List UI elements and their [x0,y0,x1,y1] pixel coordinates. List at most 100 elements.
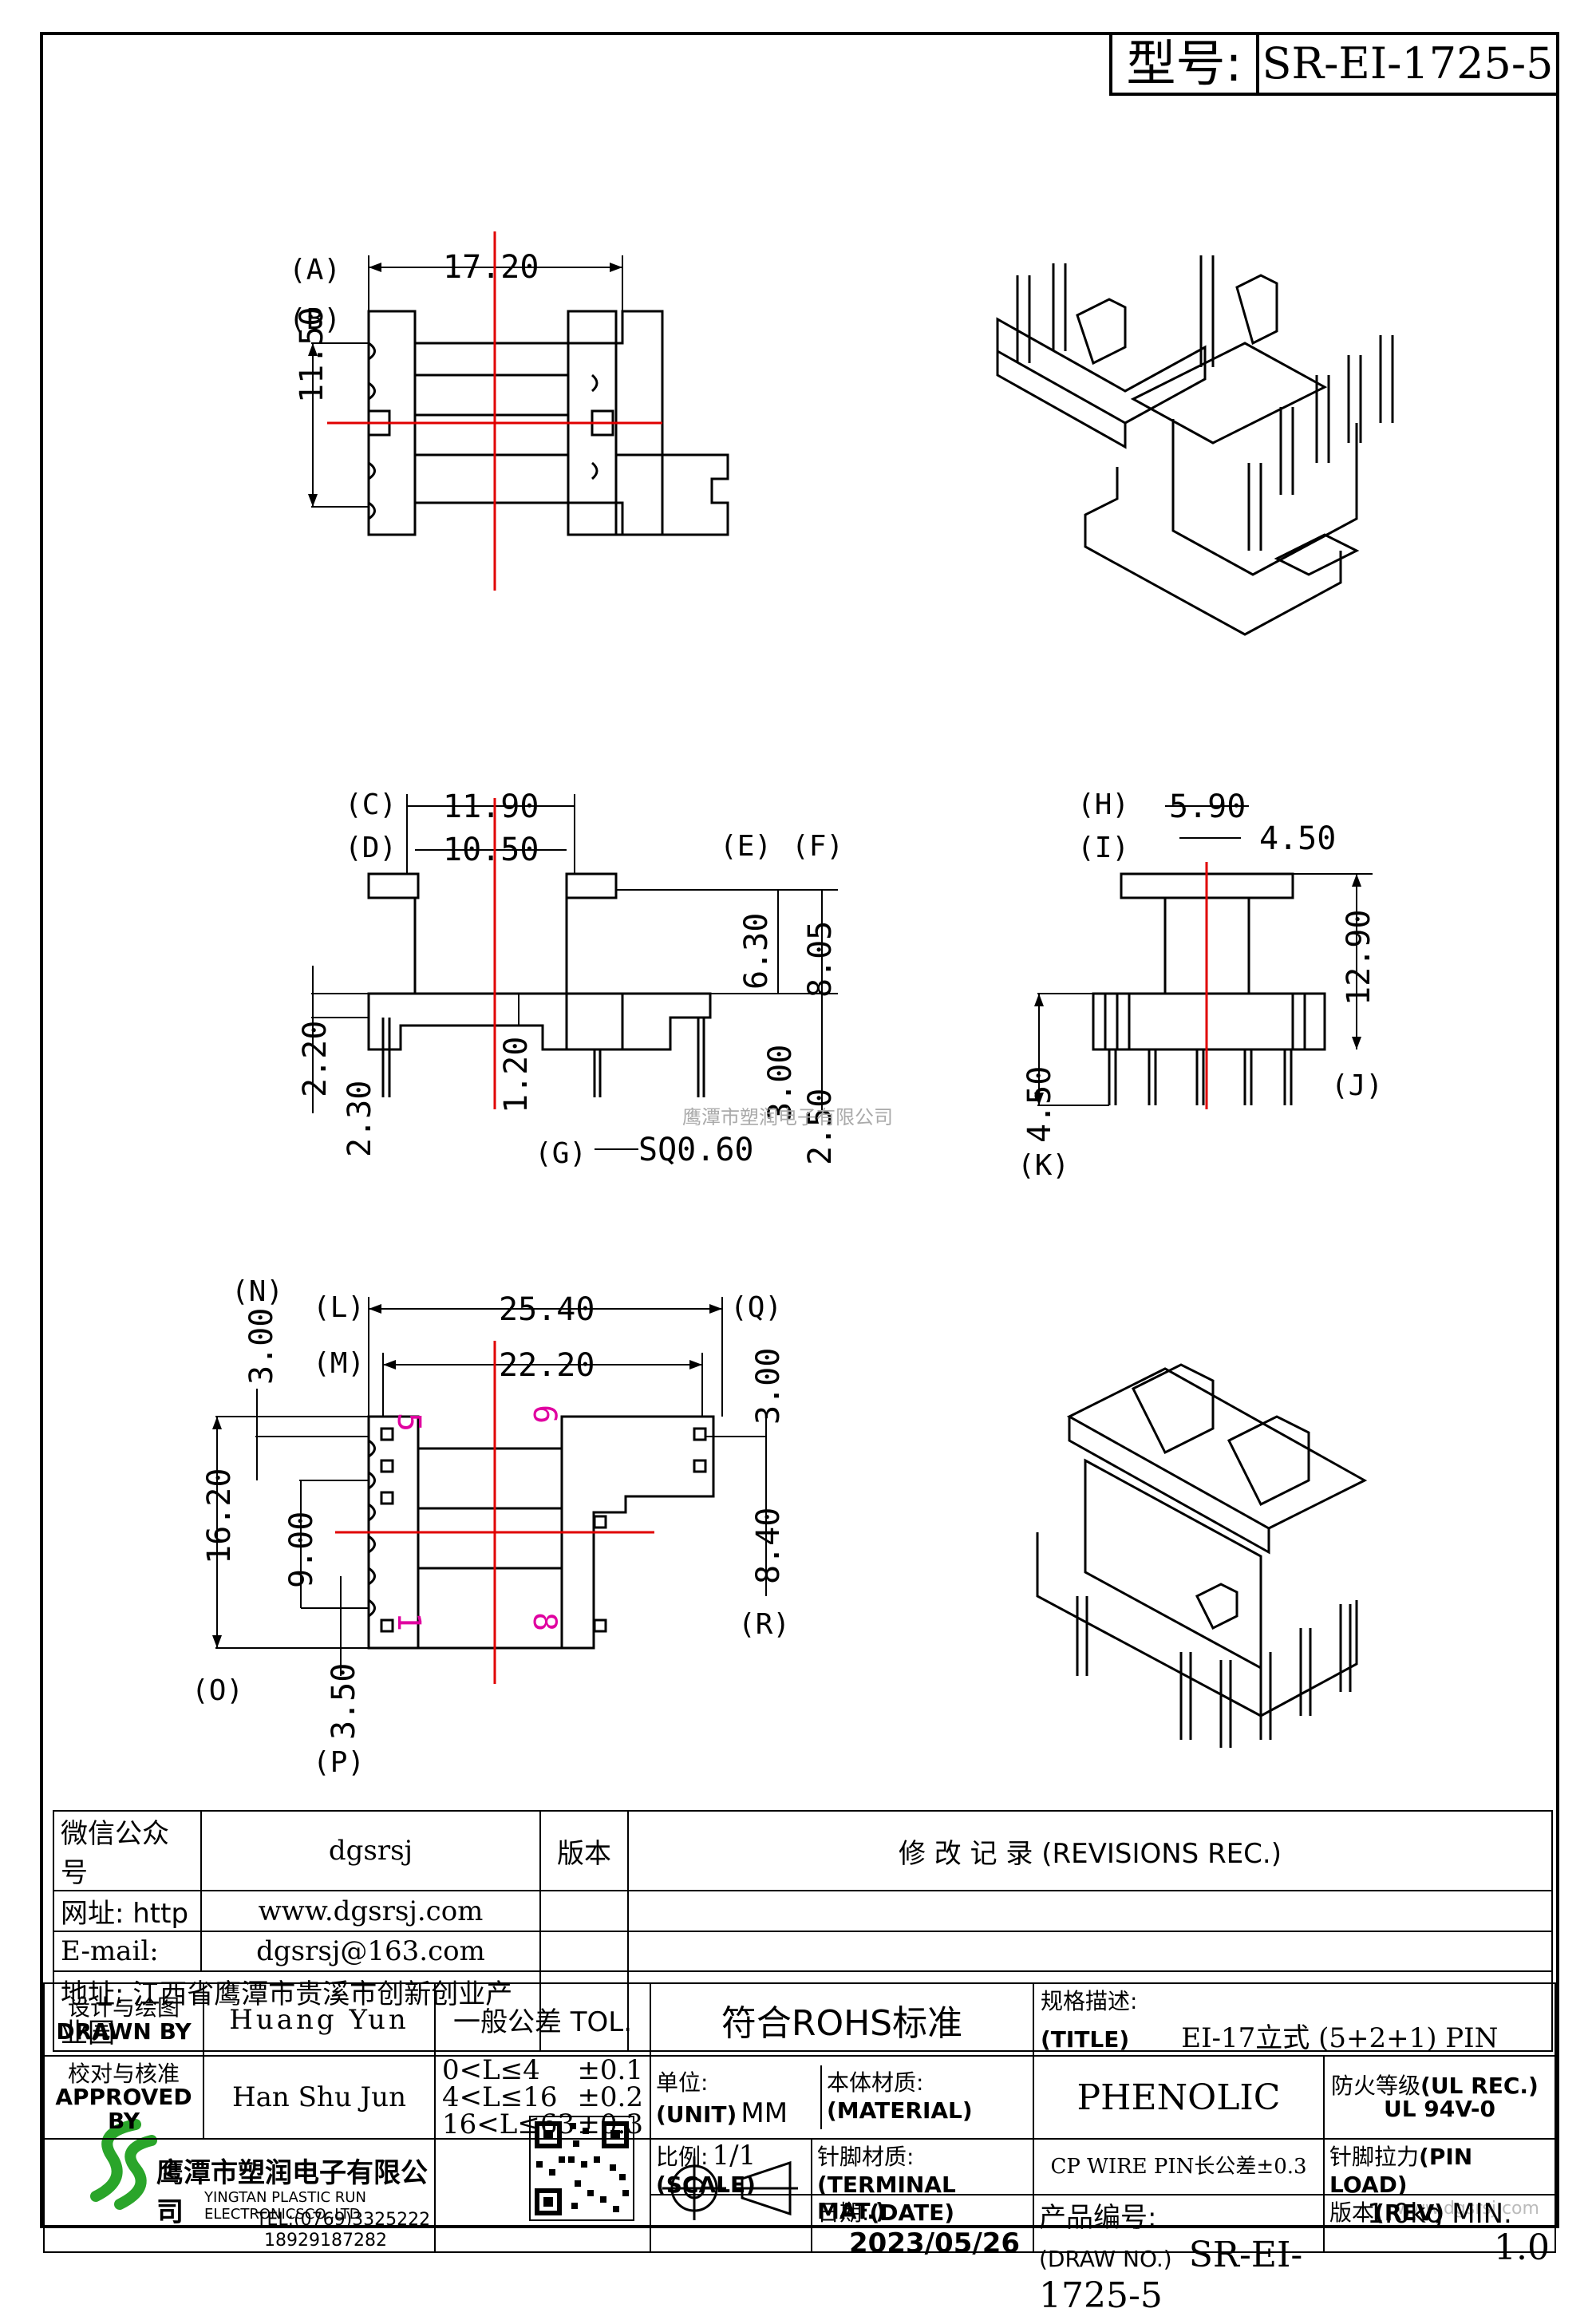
dim-front-w1: 11.90 [443,788,539,825]
rev-cn: 版本 [1329,2199,1375,2226]
dim-bottom-h1: 3.00 [243,1307,280,1385]
dim-bottom-h3: 9.00 [283,1511,320,1588]
ref-a: (A) [289,254,342,287]
dim-side-w2: 4.50 [1259,820,1337,857]
company-cn: 鹰潭市塑润电子有限公司 [156,2157,428,2228]
model-box: 型号: SR-EI-1725-5 [1109,32,1559,96]
approved-cn: 校对与核准 [67,2060,180,2087]
terminal-value: CP WIRE PIN长公差±0.3 [1034,2140,1323,2195]
ref-q: (Q) [730,1291,783,1324]
material-cn: 本体材质: [827,2069,924,2096]
model-label: 型号: [1112,35,1259,93]
ref-g: (G) [535,1137,587,1170]
version-label: 版本 [539,1810,629,1891]
company-tel: TEL:(0769)3325222 [256,2210,431,2230]
company-mobile: 18929187282 [264,2231,387,2251]
dim-bottom-w1: 25.40 [499,1291,595,1328]
tol-row-2: 16<L≤63 ±0.3 [442,2109,643,2140]
spec-cn: 规格描述: [1041,1988,1138,2014]
ref-f: (F) [792,830,844,863]
dim-side-w1: 5.90 [1169,788,1246,825]
terminal-en: (TERMINAL MAT.) [817,2172,956,2224]
dim-bottom-h2: 16.20 [201,1468,238,1564]
pin-label-8: 8 [526,1612,563,1632]
date-value: 2023/05/26 [849,2227,1021,2259]
dim-front-h2: 8.05 [802,920,839,998]
ref-h: (H) [1077,788,1130,821]
contact-label-0: 微信公众号 [53,1810,202,1891]
dim-front-h1: 6.30 [738,912,775,990]
pinload-en: (PIN LOAD) [1329,2144,1473,2198]
dim-bottom-w2: 22.20 [499,1347,595,1384]
ref-k: (K) [1017,1149,1070,1182]
spec-en: (TITLE) [1041,2026,1130,2053]
drawno-en: (DRAW NO.) [1039,2246,1172,2272]
contact-label-2: E-mail: [53,1931,202,1972]
rev-value: 1.0 [1494,2227,1550,2268]
dim-top-width: 17.20 [443,249,539,286]
unit-cn: 单位: [656,2069,709,2096]
dim-bottom-h6: 8.40 [750,1507,787,1584]
isometric-view-lower [1036,1363,1368,1748]
scale-en: (SCALE) [656,2172,756,2198]
ref-j: (J) [1331,1069,1384,1102]
contact-value-1: www.dgsrsj.com [200,1890,541,1932]
dim-front-h5: 1.20 [498,1036,535,1113]
contact-label-1: 网址: http [53,1890,202,1932]
contact-value-2: dgsrsj@163.com [200,1931,541,1972]
date-en: (DATE) [869,2199,954,2226]
approved-en: APPROVED BY [55,2084,192,2134]
ref-l: (L) [313,1291,365,1324]
ref-e: (E) [720,830,772,863]
tol-row-0: 0<L≤4 ±0.1 [442,2054,643,2086]
material-en: (MATERIAL) [827,2097,973,2124]
ref-o: (O) [192,1674,244,1707]
ref-r: (R) [738,1608,791,1641]
unit-value: MM [741,2097,788,2129]
spec-value: EI-17立式 (5+2+1) PIN [1181,2022,1499,2054]
ul-value: UL 94V-0 [1383,2096,1496,2122]
drawn-by-cn: 设计与绘图 [67,1994,180,2022]
dim-side-h2: 4.50 [1021,1065,1058,1143]
terminal-cn: 针脚材质: [817,2144,915,2170]
side-view-outline [1092,872,1326,1105]
title-block: 设计与绘图 DRAWN BY Huang Yun 一般公差 TOL. 符合ROH… [43,1982,1556,2316]
revisions-title: 修 改 记 录 (REVISIONS REC.) [627,1810,1553,1891]
drawn-by-name: Huang Yun [203,1982,436,2057]
drawn-by-en: DRAWN BY [56,2018,192,2045]
model-value: SR-EI-1725-5 [1262,38,1554,89]
ref-m: (M) [313,1347,365,1380]
dim-front-h4: 2.30 [342,1080,378,1157]
drawno-cn: 产品编号: [1039,2202,1157,2234]
dim-front-w2: 10.50 [443,832,539,868]
dim-front-pin: SQ0.60 [638,1132,754,1168]
date-cn: 日期: [817,2199,870,2226]
bottom-view-outline [367,1415,715,1650]
watermark: 鹰潭市塑润电子有限公司 [682,1106,893,1128]
tol-row-1: 4<L≤16 ±0.2 [442,2081,643,2113]
isometric-view-upper [996,255,1394,636]
pin-label-6: 6 [526,1405,563,1425]
pinload-cn: 针脚拉力 [1329,2144,1420,2170]
rev-en: (REV) [1374,2199,1444,2226]
qr-cell [434,2138,651,2253]
pin-label-1: 1 [390,1612,427,1632]
approved-name: Han Shu Jun [203,2055,436,2140]
material-value: PHENOLIC [1033,2055,1325,2140]
scale-value: 1/1 [712,2140,757,2172]
rohs: 符合ROHS标准 [650,1982,1034,2057]
contact-value-0: dgsrsj [200,1810,541,1891]
ref-n: (N) [231,1275,284,1308]
ref-b: (B) [289,303,342,336]
pin-label-5: 5 [390,1413,427,1433]
tol-title: 一般公差 TOL. [434,1982,651,2057]
ul-cn: 防火等级 [1331,2072,1421,2099]
ul-en: (UL REC.) [1420,2072,1539,2099]
unit-en: (UNIT) [656,2101,737,2128]
company-en: YINGTAN PLASTIC RUN ELECTRONICSCO.,LTD [204,2189,366,2223]
dim-bottom-h4: 3.50 [326,1662,362,1740]
dim-bottom-h5: 3.00 [750,1347,787,1425]
front-view-outline [367,872,712,1097]
scale-cn: 比例: [656,2144,709,2170]
ref-p: (P) [313,1746,365,1779]
